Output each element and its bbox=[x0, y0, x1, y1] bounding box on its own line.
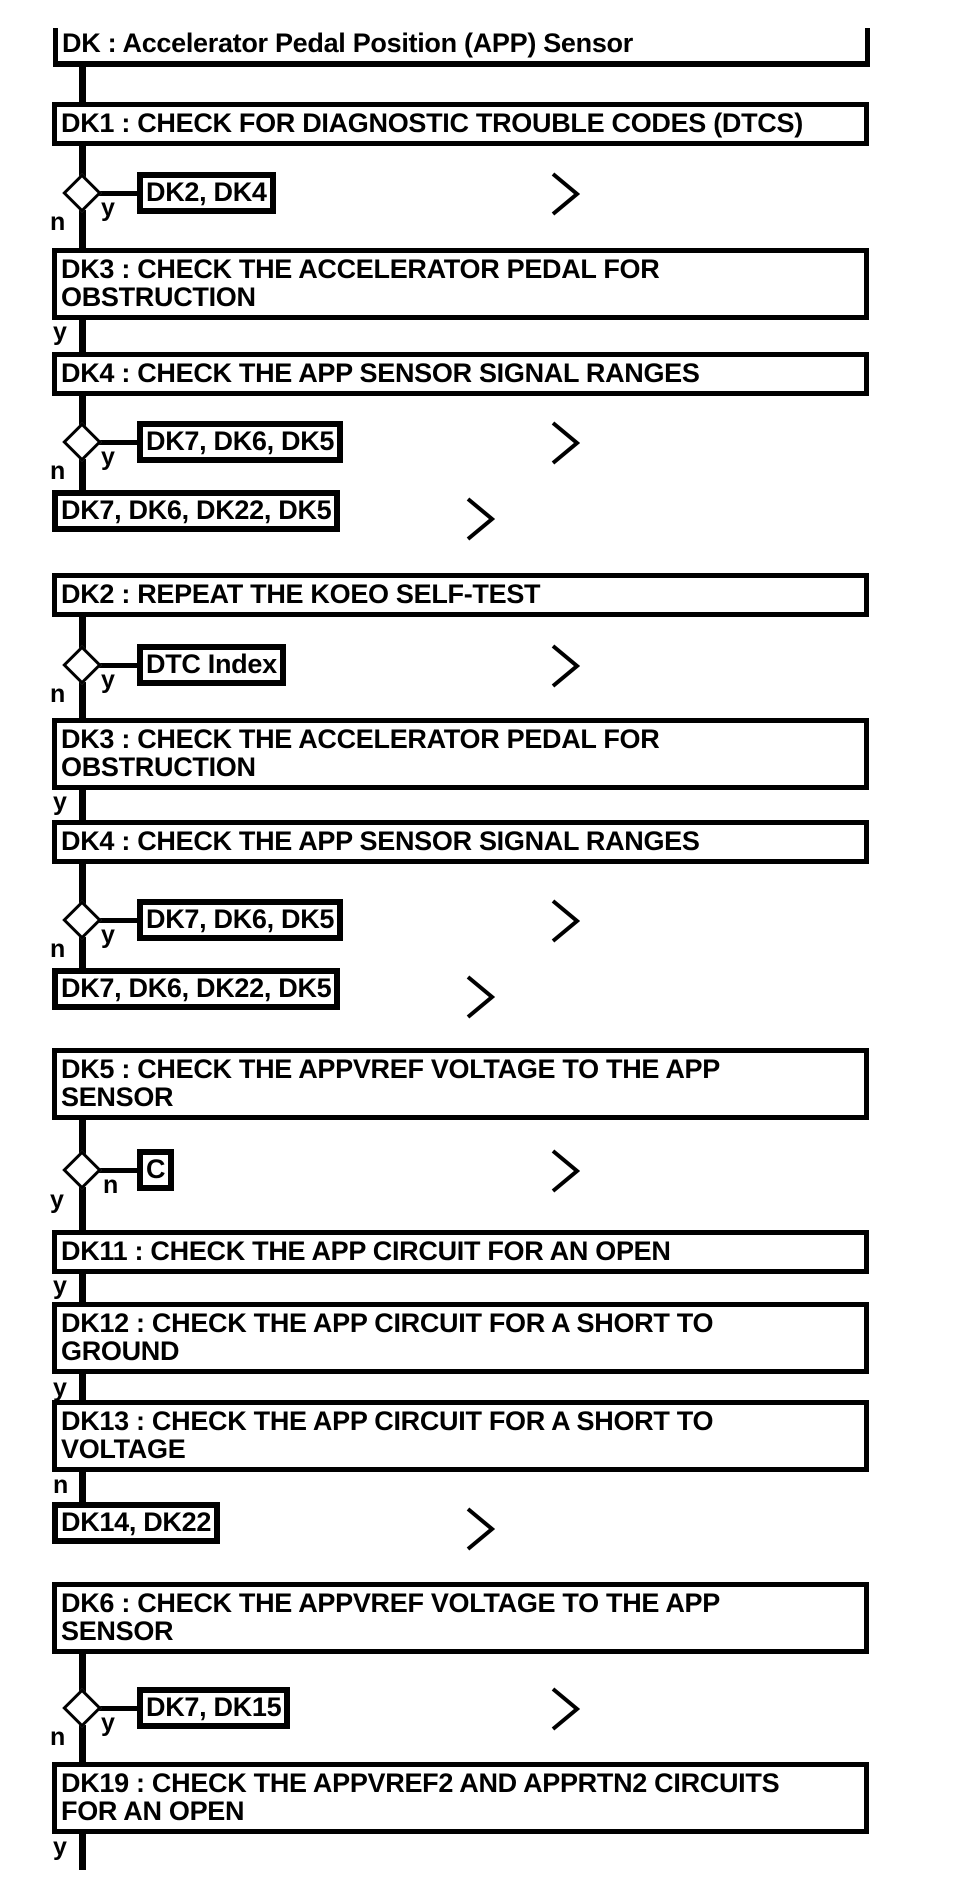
connector-line bbox=[79, 1725, 86, 1764]
continuation-chevron-icon bbox=[466, 975, 495, 1019]
terminal-box-dk14-dk22: DK14, DK22 bbox=[52, 1502, 221, 1544]
yes-label: y bbox=[50, 1186, 64, 1214]
yes-label: y bbox=[101, 194, 115, 222]
connector-line bbox=[79, 1118, 86, 1159]
branch-line bbox=[97, 440, 137, 445]
connector-line bbox=[79, 788, 86, 822]
connector-line bbox=[79, 66, 86, 107]
reference-box-dk7-dk15: DK7, DK15 bbox=[137, 1687, 291, 1729]
step-box-dk1: DK1 : CHECK FOR DIAGNOSTIC TROUBLE CODES… bbox=[52, 102, 869, 146]
terminal-box-dk7-dk6-dk22-dk5: DK7, DK6, DK22, DK5 bbox=[52, 968, 341, 1010]
connector-line bbox=[79, 937, 86, 970]
connector-line bbox=[79, 394, 86, 430]
no-label: n bbox=[50, 935, 66, 963]
step-box-dk2: DK2 : REPEAT THE KOEO SELF-TEST bbox=[52, 573, 869, 617]
step-box-dk5: DK5 : CHECK THE APPVREF VOLTAGE TO THE A… bbox=[52, 1048, 869, 1120]
yes-label: y bbox=[53, 1833, 67, 1861]
connector-line bbox=[79, 1187, 86, 1232]
terminal-box-dk7-dk6-dk22-dk5: DK7, DK6, DK22, DK5 bbox=[52, 490, 341, 532]
reference-box-dtc-index: DTC Index bbox=[137, 644, 286, 686]
connector-line bbox=[79, 1470, 86, 1504]
continuation-chevron-icon bbox=[551, 1687, 580, 1731]
yes-label: y bbox=[101, 666, 115, 694]
step-box-dk13: DK13 : CHECK THE APP CIRCUIT FOR A SHORT… bbox=[52, 1400, 869, 1472]
decision-diamond-1 bbox=[62, 173, 102, 213]
decision-diamond-3 bbox=[62, 645, 102, 685]
branch-line bbox=[97, 191, 137, 196]
connector-line bbox=[79, 210, 86, 250]
yes-label: y bbox=[53, 788, 67, 816]
connector-line bbox=[79, 615, 86, 654]
step-box-dk12: DK12 : CHECK THE APP CIRCUIT FOR A SHORT… bbox=[52, 1302, 869, 1374]
connector-line bbox=[79, 144, 86, 182]
pinpoint-title: DK : Accelerator Pedal Position (APP) Se… bbox=[62, 28, 633, 58]
step-box-dk6: DK6 : CHECK THE APPVREF VOLTAGE TO THE A… bbox=[52, 1582, 869, 1654]
connector-line bbox=[79, 1652, 86, 1696]
yes-label: y bbox=[53, 1272, 67, 1300]
continuation-chevron-icon bbox=[551, 1149, 580, 1193]
branch-line bbox=[97, 1168, 137, 1173]
connector-line bbox=[79, 1272, 86, 1304]
reference-box-dk2-dk4: DK2, DK4 bbox=[137, 172, 276, 214]
reference-box-dk7-dk6-dk5: DK7, DK6, DK5 bbox=[137, 899, 344, 941]
continuation-chevron-icon bbox=[466, 497, 495, 541]
branch-line bbox=[97, 918, 137, 923]
decision-diamond-2 bbox=[62, 422, 102, 462]
connector-line bbox=[79, 459, 86, 492]
step-box-dk11: DK11 : CHECK THE APP CIRCUIT FOR AN OPEN bbox=[52, 1230, 869, 1274]
continuation-chevron-icon bbox=[551, 899, 580, 943]
connector-line bbox=[79, 318, 86, 354]
yes-label: y bbox=[53, 318, 67, 346]
connector-line bbox=[79, 1832, 86, 1870]
connector-line bbox=[79, 862, 86, 908]
no-label: n bbox=[50, 1723, 66, 1751]
reference-box-dk7-dk6-dk5: DK7, DK6, DK5 bbox=[137, 421, 344, 463]
yes-label: y bbox=[101, 443, 115, 471]
step-box-dk3: DK3 : CHECK THE ACCELERATOR PEDAL FOR OB… bbox=[52, 248, 869, 320]
branch-line bbox=[97, 1706, 137, 1711]
step-box-dk4: DK4 : CHECK THE APP SENSOR SIGNAL RANGES bbox=[52, 352, 869, 396]
continuation-chevron-icon bbox=[551, 172, 580, 216]
reference-box-c: C bbox=[137, 1149, 175, 1191]
no-label: n bbox=[50, 457, 66, 485]
yes-label: y bbox=[101, 1709, 115, 1737]
no-label: n bbox=[103, 1171, 119, 1199]
step-box-dk3: DK3 : CHECK THE ACCELERATOR PEDAL FOR OB… bbox=[52, 718, 869, 790]
branch-line bbox=[97, 663, 137, 668]
connector-line bbox=[79, 682, 86, 718]
continuation-chevron-icon bbox=[551, 421, 580, 465]
continuation-chevron-icon bbox=[466, 1507, 495, 1551]
yes-label: y bbox=[53, 1374, 67, 1402]
yes-label: y bbox=[101, 921, 115, 949]
continuation-chevron-icon bbox=[551, 644, 580, 688]
pinpoint-title-box: DK : Accelerator Pedal Position (APP) Se… bbox=[53, 28, 870, 67]
decision-diamond-5 bbox=[62, 1150, 102, 1190]
decision-diamond-6 bbox=[62, 1688, 102, 1728]
decision-diamond-4 bbox=[62, 900, 102, 940]
no-label: n bbox=[50, 208, 66, 236]
connector-line bbox=[79, 1372, 86, 1402]
no-label: n bbox=[53, 1471, 69, 1499]
step-box-dk4: DK4 : CHECK THE APP SENSOR SIGNAL RANGES bbox=[52, 820, 869, 864]
step-box-dk19: DK19 : CHECK THE APPVREF2 AND APPRTN2 CI… bbox=[52, 1762, 869, 1834]
no-label: n bbox=[50, 680, 66, 708]
